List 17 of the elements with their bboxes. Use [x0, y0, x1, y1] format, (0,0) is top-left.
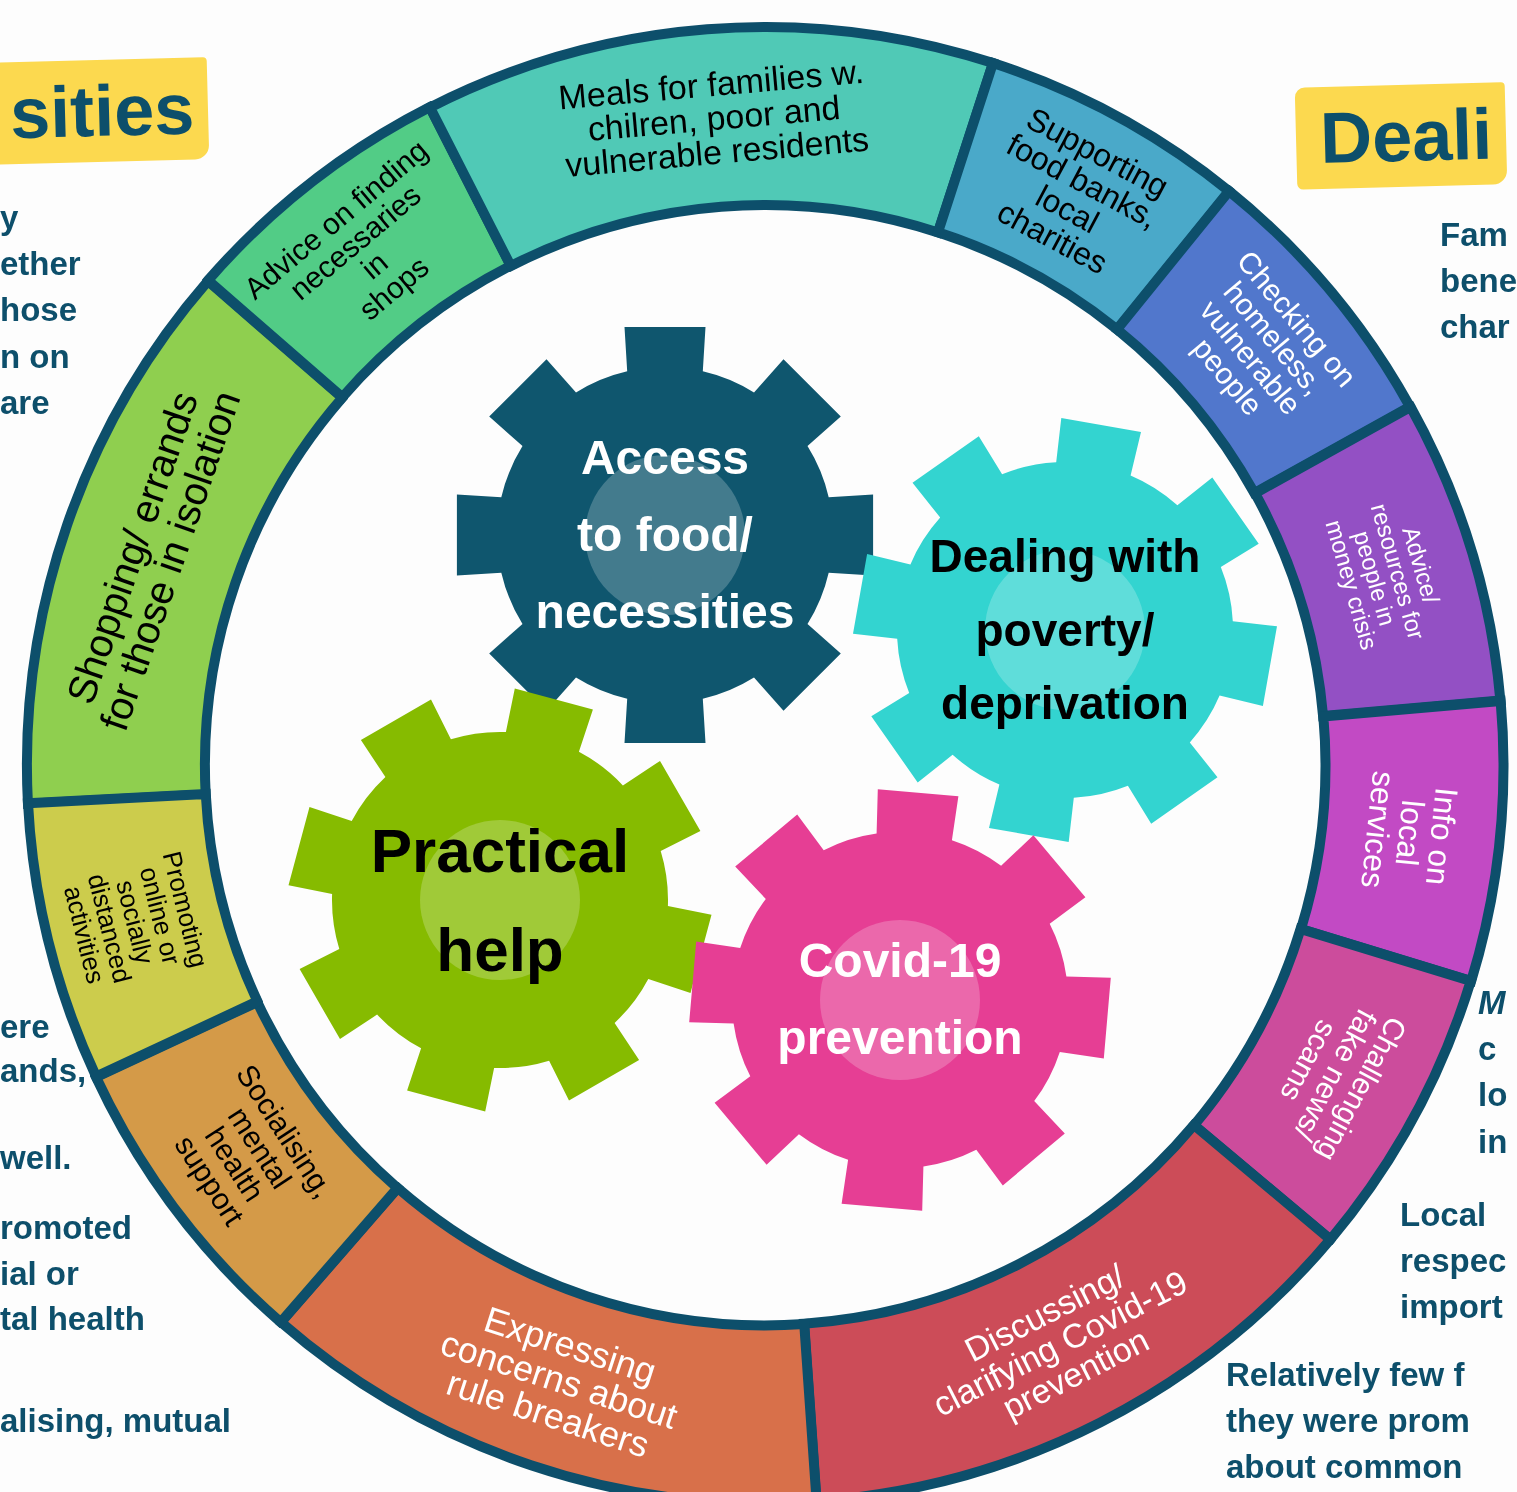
- paragraph-text: Local respec import: [1400, 1195, 1507, 1328]
- gear-label: Practical help: [370, 814, 630, 986]
- heading-tag: sities: [0, 57, 210, 166]
- paragraph-text: romoted ial or tal health: [0, 1208, 145, 1340]
- segment-label: Advice/ resources for people in money crisis: [1320, 499, 1446, 655]
- paragraph-text: Fam bene char: [1440, 215, 1517, 348]
- heading-tag: Deali: [1294, 82, 1508, 191]
- paragraph-text: M c lo in: [1478, 983, 1508, 1162]
- paragraph-text: alising, mutual: [0, 1401, 232, 1441]
- segment-label: Info on local services: [1356, 769, 1465, 892]
- paragraph-text: y ether hose n on are: [0, 198, 81, 423]
- gear-label: Access to food/ necessities: [535, 429, 795, 640]
- paragraph-text: Relatively few f they were prom about common: [1226, 1355, 1470, 1488]
- paragraph-text: ere ands, well.: [0, 1007, 87, 1178]
- gear-label: Covid-19 prevention: [777, 933, 1023, 1066]
- segment-label: Meals for families w. chilren, poor and vulnerable residents: [557, 53, 871, 183]
- gear-label: Dealing with poverty/ deprivation: [929, 528, 1201, 731]
